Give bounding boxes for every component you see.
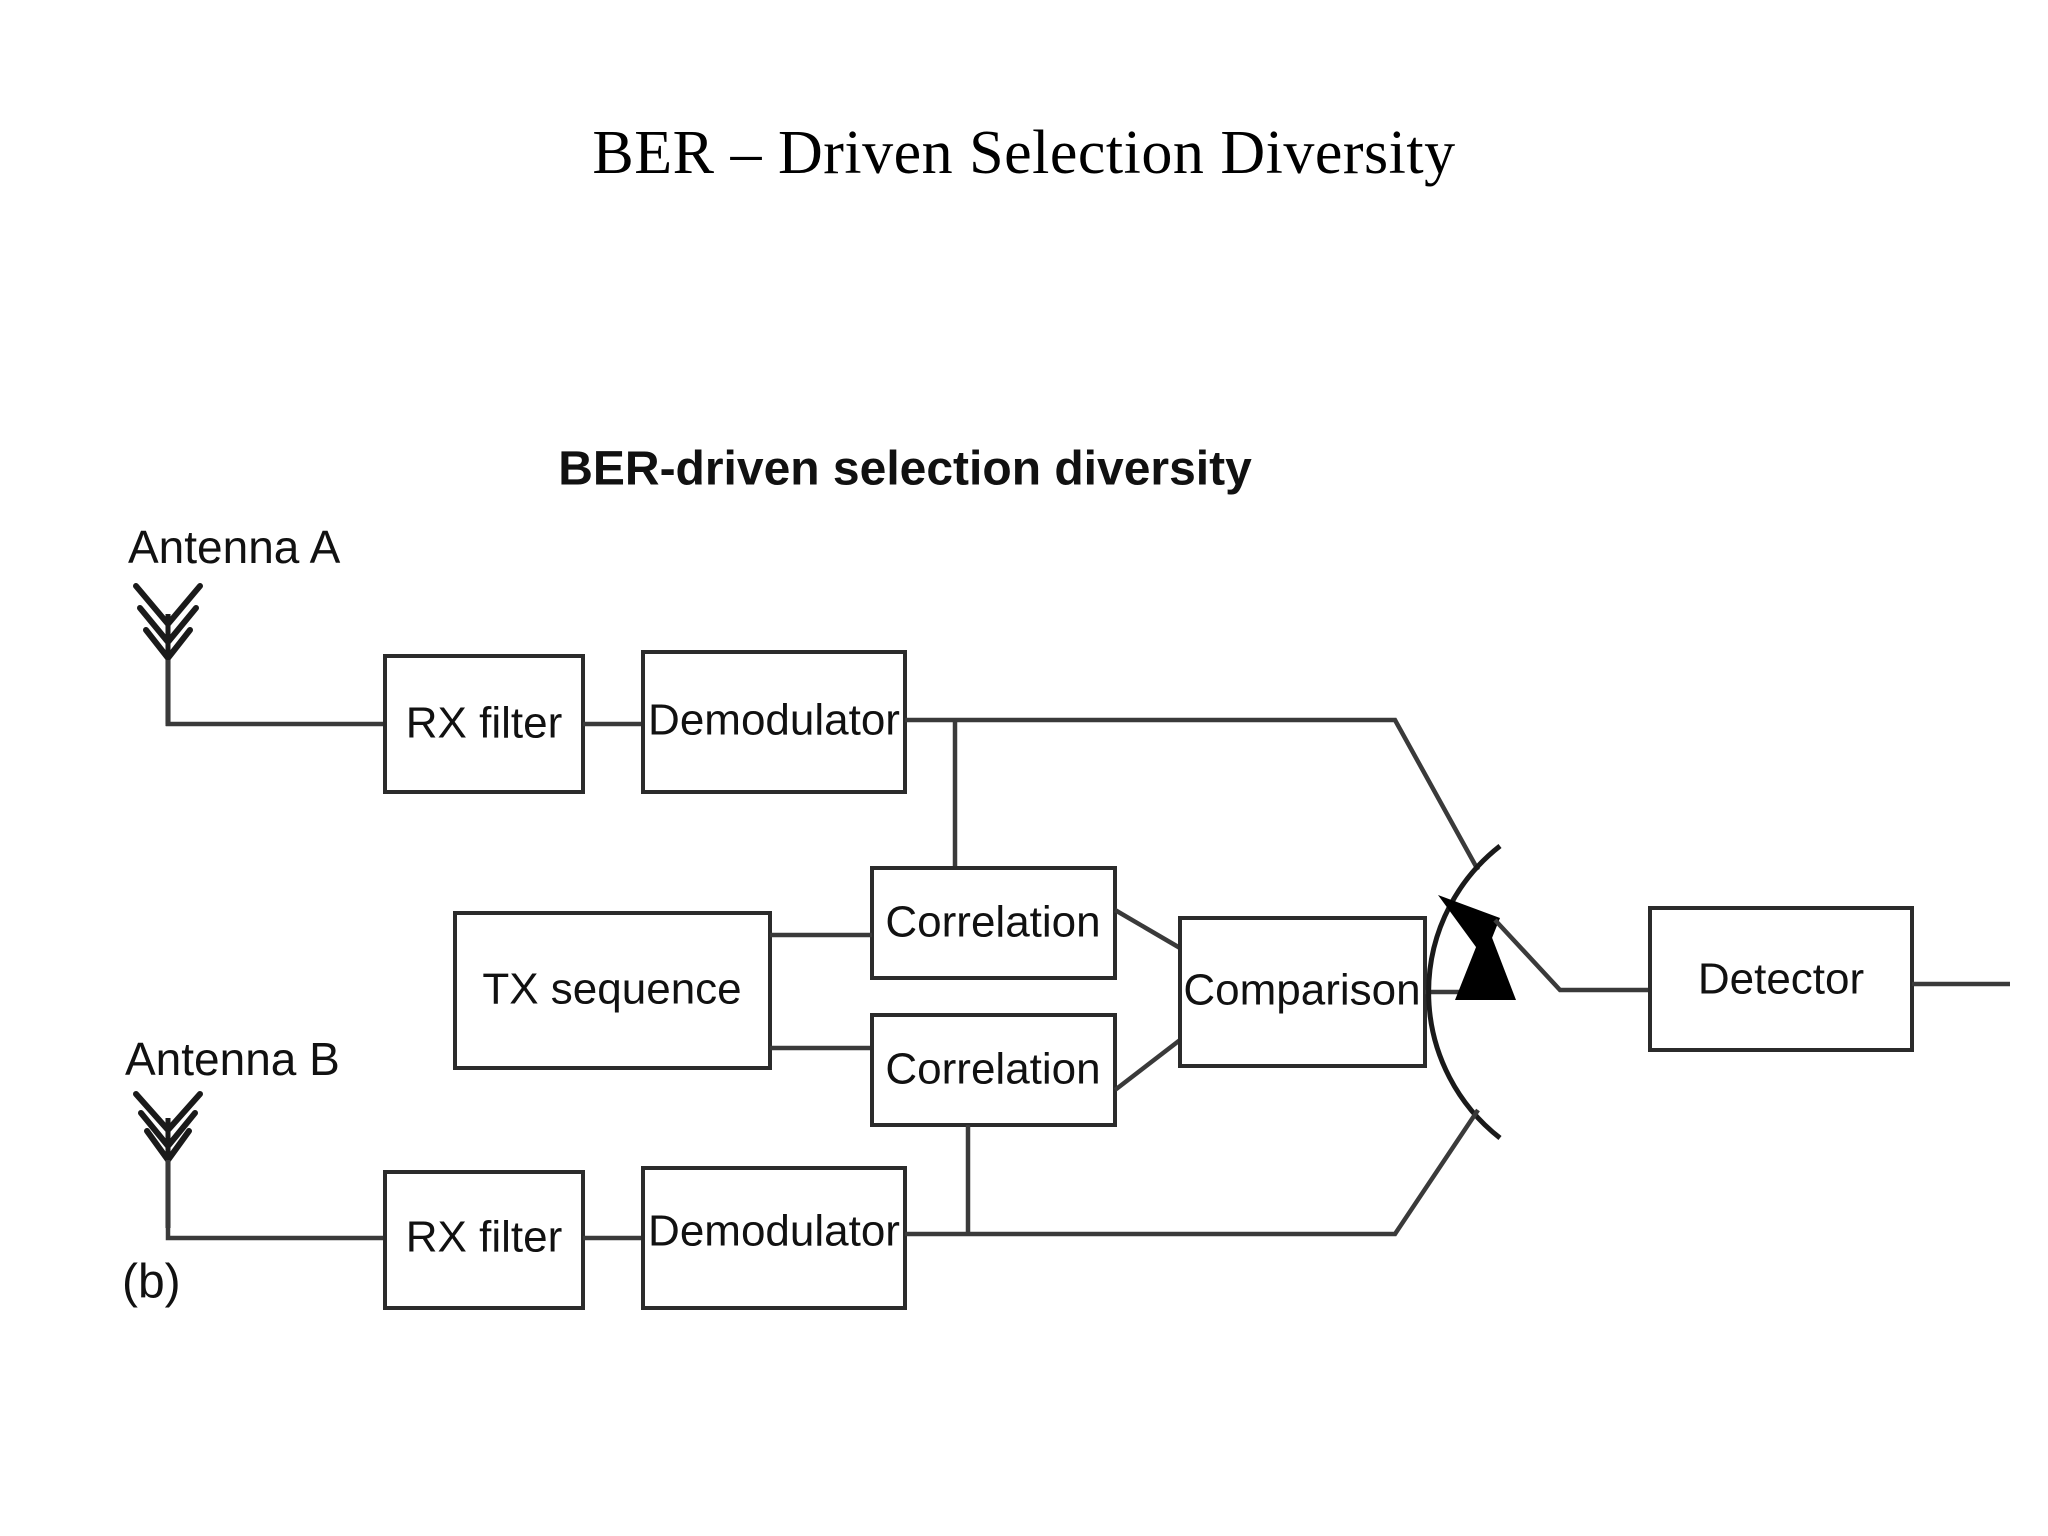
block-correlation-a-label: Correlation — [885, 898, 1100, 947]
antenna-a-chevron-3 — [143, 627, 193, 663]
block-comparison-label: Comparison — [1183, 966, 1420, 1015]
block-rx-filter-a: RX filter — [383, 654, 585, 794]
antenna-a-chevron-2 — [137, 605, 199, 647]
antenna-b: Antenna B — [125, 1033, 340, 1228]
subfigure-label: (b) — [122, 1256, 181, 1309]
page-title: BER – Driven Selection Diversity — [592, 119, 1456, 187]
selection-switch[interactable] — [1426, 844, 1516, 1140]
block-correlation-b: Correlation — [870, 1013, 1117, 1127]
wire-switch-to-detector — [1493, 918, 1650, 993]
wire-demoda-to-switch — [905, 717, 1480, 872]
antenna-a-chevron-1 — [133, 583, 203, 629]
block-rx-filter-b: RX filter — [383, 1170, 585, 1310]
block-detector: Detector — [1648, 906, 1914, 1052]
antenna-a: Antenna A — [128, 521, 341, 726]
block-tx-sequence: TX sequence — [453, 911, 772, 1070]
block-demodulator-b-label: Demodulator — [648, 1207, 900, 1256]
antenna-b-label: Antenna B — [125, 1033, 340, 1085]
block-correlation-b-label: Correlation — [885, 1045, 1100, 1094]
block-rx-filter-b-label: RX filter — [406, 1213, 562, 1262]
wire-antenna-a-to-rx — [165, 660, 385, 727]
block-detector-label: Detector — [1698, 955, 1864, 1004]
switch-arc — [1426, 844, 1502, 1140]
block-demodulator-b: Demodulator — [641, 1166, 907, 1310]
block-correlation-a: Correlation — [870, 866, 1117, 980]
switch-arrow-lower — [1455, 922, 1516, 1000]
block-demodulator-a-label: Demodulator — [648, 696, 900, 745]
block-tx-sequence-label: TX sequence — [482, 965, 741, 1014]
block-comparison: Comparison — [1178, 916, 1427, 1068]
wire-antenna-b-to-rx — [165, 1160, 385, 1241]
antenna-b-chevron-2 — [138, 1110, 198, 1151]
wire-demodb-to-switch — [905, 1108, 1480, 1237]
wire-correlation-b-to-comparison — [1113, 1038, 1182, 1092]
diagram-caption: BER-driven selection diversity — [558, 443, 1252, 496]
block-demodulator-a: Demodulator — [641, 650, 907, 794]
wire-correlation-a-to-comparison — [1113, 908, 1182, 950]
antenna-a-label: Antenna A — [128, 521, 341, 573]
antenna-b-chevron-1 — [133, 1091, 203, 1135]
block-rx-filter-a-label: RX filter — [406, 699, 562, 748]
